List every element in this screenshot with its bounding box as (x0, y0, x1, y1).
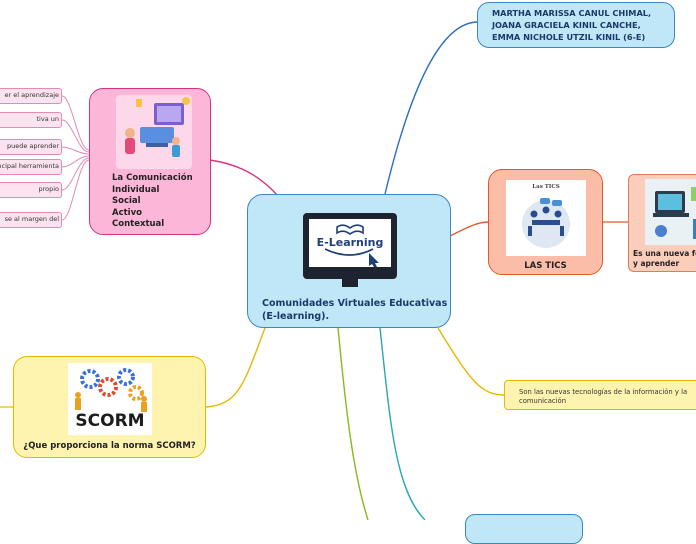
link-leaf-3 (61, 146, 90, 155)
scorm-logo-text: SCORM (75, 411, 145, 431)
comunicacion-leaf-2[interactable]: tiva un (0, 112, 62, 128)
people-computer-illustration (116, 95, 192, 169)
link-authors (384, 21, 479, 195)
scorm-node[interactable]: SCORM ¿Que proporciona la norma SCORM? (13, 356, 206, 458)
scorm-gears-logo: SCORM (68, 363, 152, 435)
elearning-monitor-icon: E-Learning (303, 213, 397, 287)
link-leaf-2 (61, 119, 90, 153)
comunicacion-leaf-3[interactable]: puede aprender (0, 139, 62, 155)
authors-node[interactable]: MARTHA MARISSA CANUL CHIMAL, JOANA GRACI… (477, 2, 675, 48)
comunicacion-node[interactable]: La Comunicación Individual Social Activo… (89, 88, 211, 235)
tics-laptop-illustration (645, 179, 696, 245)
tics-node[interactable]: Las TICS LAS TICS (488, 169, 603, 275)
link-leaf-4 (61, 155, 90, 168)
link-teal-branch (379, 327, 426, 520)
scorm-question: ¿Que proporciona la norma SCORM? (23, 441, 196, 451)
link-tics (449, 221, 490, 237)
tics-image-caption: Las TICS (532, 184, 560, 190)
comunicacion-leaf-1[interactable]: er el aprendizaje (0, 88, 62, 104)
connector-lines (0, 21, 629, 520)
central-topic[interactable]: E-Learning Comunidades Virtuales Educati… (247, 194, 451, 328)
bottom-branch-node[interactable] (465, 514, 583, 544)
link-tics-definition (437, 327, 506, 396)
comunicacion-leaf-4[interactable]: ncipal herramienta (0, 159, 62, 175)
link-green-branch (337, 327, 369, 520)
tics-definition-node[interactable]: Son las nuevas tecnologías de la informa… (504, 380, 696, 410)
link-leaf-6 (61, 159, 90, 221)
tics-label: LAS TICS (524, 261, 567, 271)
tics-leaf-text: Es una nueva fo y aprender (633, 249, 696, 268)
elearning-logo-text: E-Learning (316, 236, 384, 249)
tics-meeting-illustration: Las TICS (506, 180, 586, 256)
link-leaf-1 (61, 95, 90, 151)
comunicacion-leaf-6[interactable]: se al margen del (0, 212, 62, 228)
comunicacion-leaf-5[interactable]: propio (0, 182, 62, 198)
link-leaf-5 (61, 157, 90, 191)
central-title: Comunidades Virtuales Educativas (E-lear… (262, 298, 448, 322)
comunicacion-text: La Comunicación Individual Social Activo… (112, 173, 193, 229)
link-comunicacion (209, 159, 279, 197)
link-scorm (205, 327, 266, 408)
tics-leaf-node[interactable]: Es una nueva fo y aprender (628, 174, 696, 272)
